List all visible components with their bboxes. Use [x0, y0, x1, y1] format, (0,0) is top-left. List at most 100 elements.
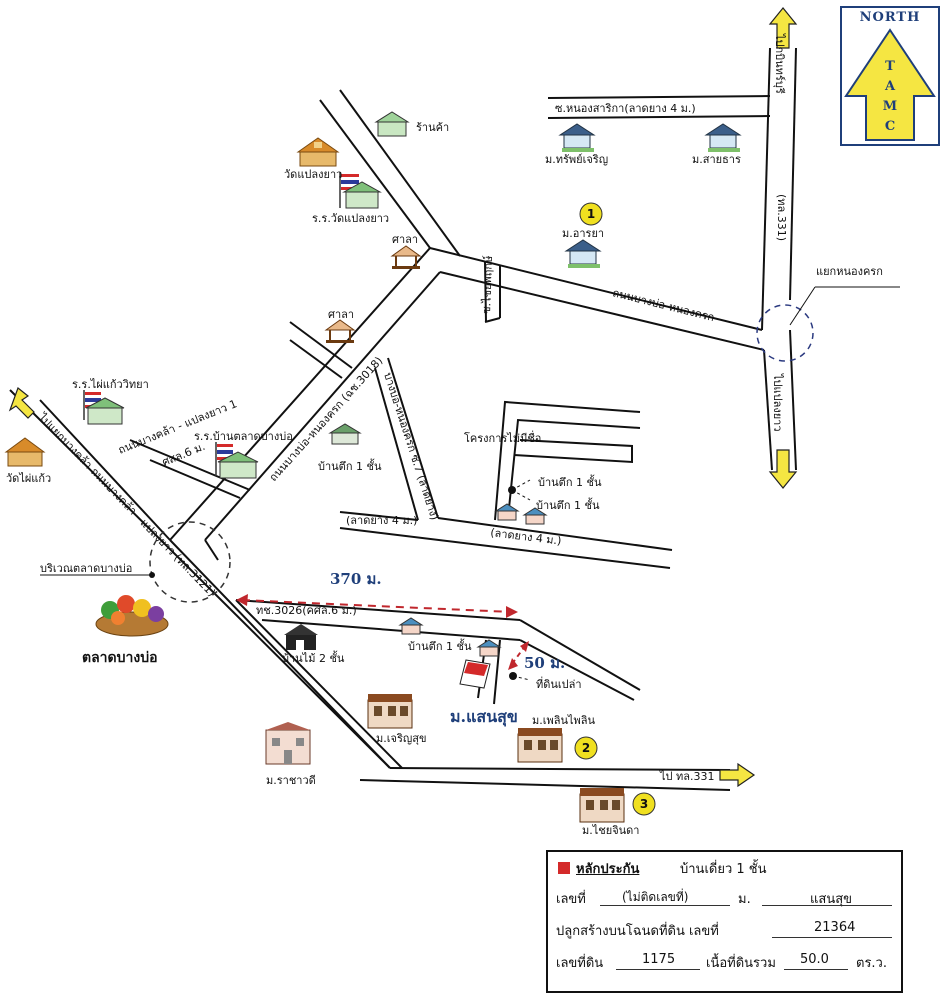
townhouse-icon: [517, 728, 563, 763]
info-moo-value: แสนสุข: [810, 892, 853, 907]
label-bangbo-market-area: บริเวณตลาดบางบ่อ: [40, 562, 132, 575]
marker-3: 3: [632, 792, 656, 816]
label-shop: ร้านค้า: [416, 121, 449, 134]
fruit-basket-icon: [95, 595, 169, 637]
label-moo-phloen-phailin: ม.เพลินไพลิน: [532, 714, 596, 727]
svg-text:3: 3: [640, 797, 648, 811]
school-flag-icon: [83, 390, 125, 425]
label-moo-chai-jinda: ม.ไชยจินดา: [582, 824, 639, 837]
label-moo-saen-suk: ม.แสนสุข: [450, 707, 518, 727]
road-3026-top: [235, 599, 521, 621]
road-label-to-plaeng-yao: ไปแปลงยาว: [771, 373, 784, 432]
hwy-331-north-right: [789, 47, 797, 301]
temple-icon: [296, 137, 340, 167]
label-sala-1: ศาลา: [392, 233, 418, 246]
side-road-right: [387, 357, 439, 519]
arrow-south-icon: [768, 449, 798, 489]
road-label-to-kabinburi: ไปกบินทร์บุรี: [773, 33, 786, 94]
road-to-331-top: [389, 767, 731, 771]
distance-370: [236, 594, 518, 618]
info-deed-label: ปลูกสร้างบนโฉนดที่ดิน เลขที่: [556, 924, 719, 939]
info-area-label: เนื้อที่ดินรวม: [706, 956, 776, 971]
road-3018-left: [169, 247, 431, 541]
paved-4m-bottom: [339, 527, 671, 569]
distance-50: [508, 641, 529, 670]
road-network: [9, 47, 797, 791]
sala-road-top: [289, 321, 353, 369]
label-moo-sai-than: ม.สายธาร: [692, 153, 741, 166]
info-land-no-value: 1175: [642, 952, 676, 967]
label-school-ban-talat: ร.ร.บ้านตลาดบางบ่อ: [194, 430, 293, 443]
distance-label-50: 50 ม.: [524, 654, 565, 672]
subject-marker-icon: [558, 862, 570, 874]
house-icon: [476, 639, 502, 657]
label-vacant-land: ที่ดินเปล่า: [536, 676, 582, 691]
label-project: โครงการไม่มีชื่อ: [464, 430, 541, 445]
label-sala-2: ศาลา: [328, 308, 354, 321]
compass-letter: T: [885, 59, 895, 74]
label-school-wat-plaeng-yao: ร.ร.วัดแปลงยาว: [312, 212, 389, 225]
subject-property-marker: [459, 659, 531, 689]
village-house-icon: [704, 123, 742, 152]
bangbo-nongkhrok-top: [429, 247, 763, 331]
shop-icon: [374, 111, 410, 137]
sala-icon: [324, 319, 356, 343]
info-area-value: 50.0: [800, 952, 829, 967]
label-moo-sap-charoen: ม.ทรัพย์เจริญ: [545, 153, 608, 166]
compass-letter: M: [883, 99, 897, 114]
road-3026-east-bottom: [519, 639, 635, 701]
hwy-331-south-left: [763, 349, 773, 471]
road-label-soi-chaiyaprit: ซ.ไชยพฤกษ์: [480, 255, 495, 314]
project-road-inner: [507, 418, 641, 519]
sala-icon: [390, 245, 422, 269]
townhouse-icon: [367, 694, 413, 729]
side-road-left: [374, 367, 419, 521]
road-north-right: [339, 89, 461, 257]
label-moo-rachawadi: ม.ราชาวดี: [266, 774, 316, 787]
soi-nong-saraka-bottom: [547, 115, 771, 119]
label-house-1floor-d: บ้านตึก 1 ชั้น: [408, 638, 472, 653]
marker-1: 1: [579, 202, 603, 226]
road-3018-right: [204, 271, 441, 541]
label-wat-plaeng-yao: วัดแปลงยาว: [284, 168, 342, 181]
label-moo-araya: ม.อารยา: [562, 227, 604, 240]
paved-4m-top-left: [339, 511, 419, 521]
school-flag-icon: [339, 172, 382, 209]
label-bangbo-market: ตลาดบางบ่อ: [82, 650, 158, 666]
info-land-no-label: เลขที่ดิน: [556, 956, 604, 971]
road-label-3026: ทช.3026(คศล.6 ม.): [256, 604, 357, 617]
north-compass: NORTH T A M C: [840, 6, 940, 146]
road-label-to-331: ไป ทล.331: [659, 770, 715, 783]
townhouse-icon: [579, 788, 625, 823]
label-wat-phai-kaeo: วัดไผ่แก้ว: [6, 472, 51, 485]
road-3026-east-top: [519, 619, 641, 691]
label-house-1floor-b: บ้านตึก 1 ชั้น: [538, 474, 602, 489]
road-label-soi-nong-saraka: ซ.หนองสาริกา(ลาดยาง 4 ม.): [555, 102, 696, 115]
collateral-info-box: หลักประกัน บ้านเดี่ยว 1 ชั้น เลขที่ (ไม่…: [546, 850, 903, 993]
hwy-331-south-right: [789, 329, 797, 471]
svg-text:1: 1: [587, 207, 595, 221]
label-school-phai-kaeo: ร.ร.ไผ่แก้ววิทยา: [72, 378, 149, 391]
info-type: บ้านเดี่ยว 1 ชั้น: [680, 862, 767, 877]
direction-arrows: [8, 7, 798, 788]
road-label-paved-4m-a: (ลาดยาง 4 ม.): [346, 514, 417, 527]
village-house-icon: [564, 239, 602, 268]
house-icon: [328, 423, 362, 445]
nong-khrok-junction-circle: [756, 304, 814, 362]
wood-house-icon: [284, 624, 318, 650]
marker-2: 2: [574, 736, 598, 760]
village-house-icon: [558, 123, 596, 152]
svg-text:2: 2: [582, 741, 590, 755]
apartment-icon: [265, 722, 311, 765]
info-moo-label: ม.: [738, 892, 751, 907]
road-3026-bottom: [261, 619, 521, 641]
compass-title: NORTH: [859, 10, 921, 25]
label-wood-house: บ้านไม้ 2 ชั้น: [282, 650, 345, 665]
label-house-1floor-a: บ้านตึก 1 ชั้น: [318, 458, 382, 473]
road-label-hwy-331: (ทล.331): [775, 194, 788, 241]
school-flag-icon: [215, 442, 259, 479]
road-3121-bottom: [235, 599, 403, 769]
north-arrow-icon: T A M C: [844, 28, 936, 141]
info-deed-value: 21364: [814, 920, 856, 935]
